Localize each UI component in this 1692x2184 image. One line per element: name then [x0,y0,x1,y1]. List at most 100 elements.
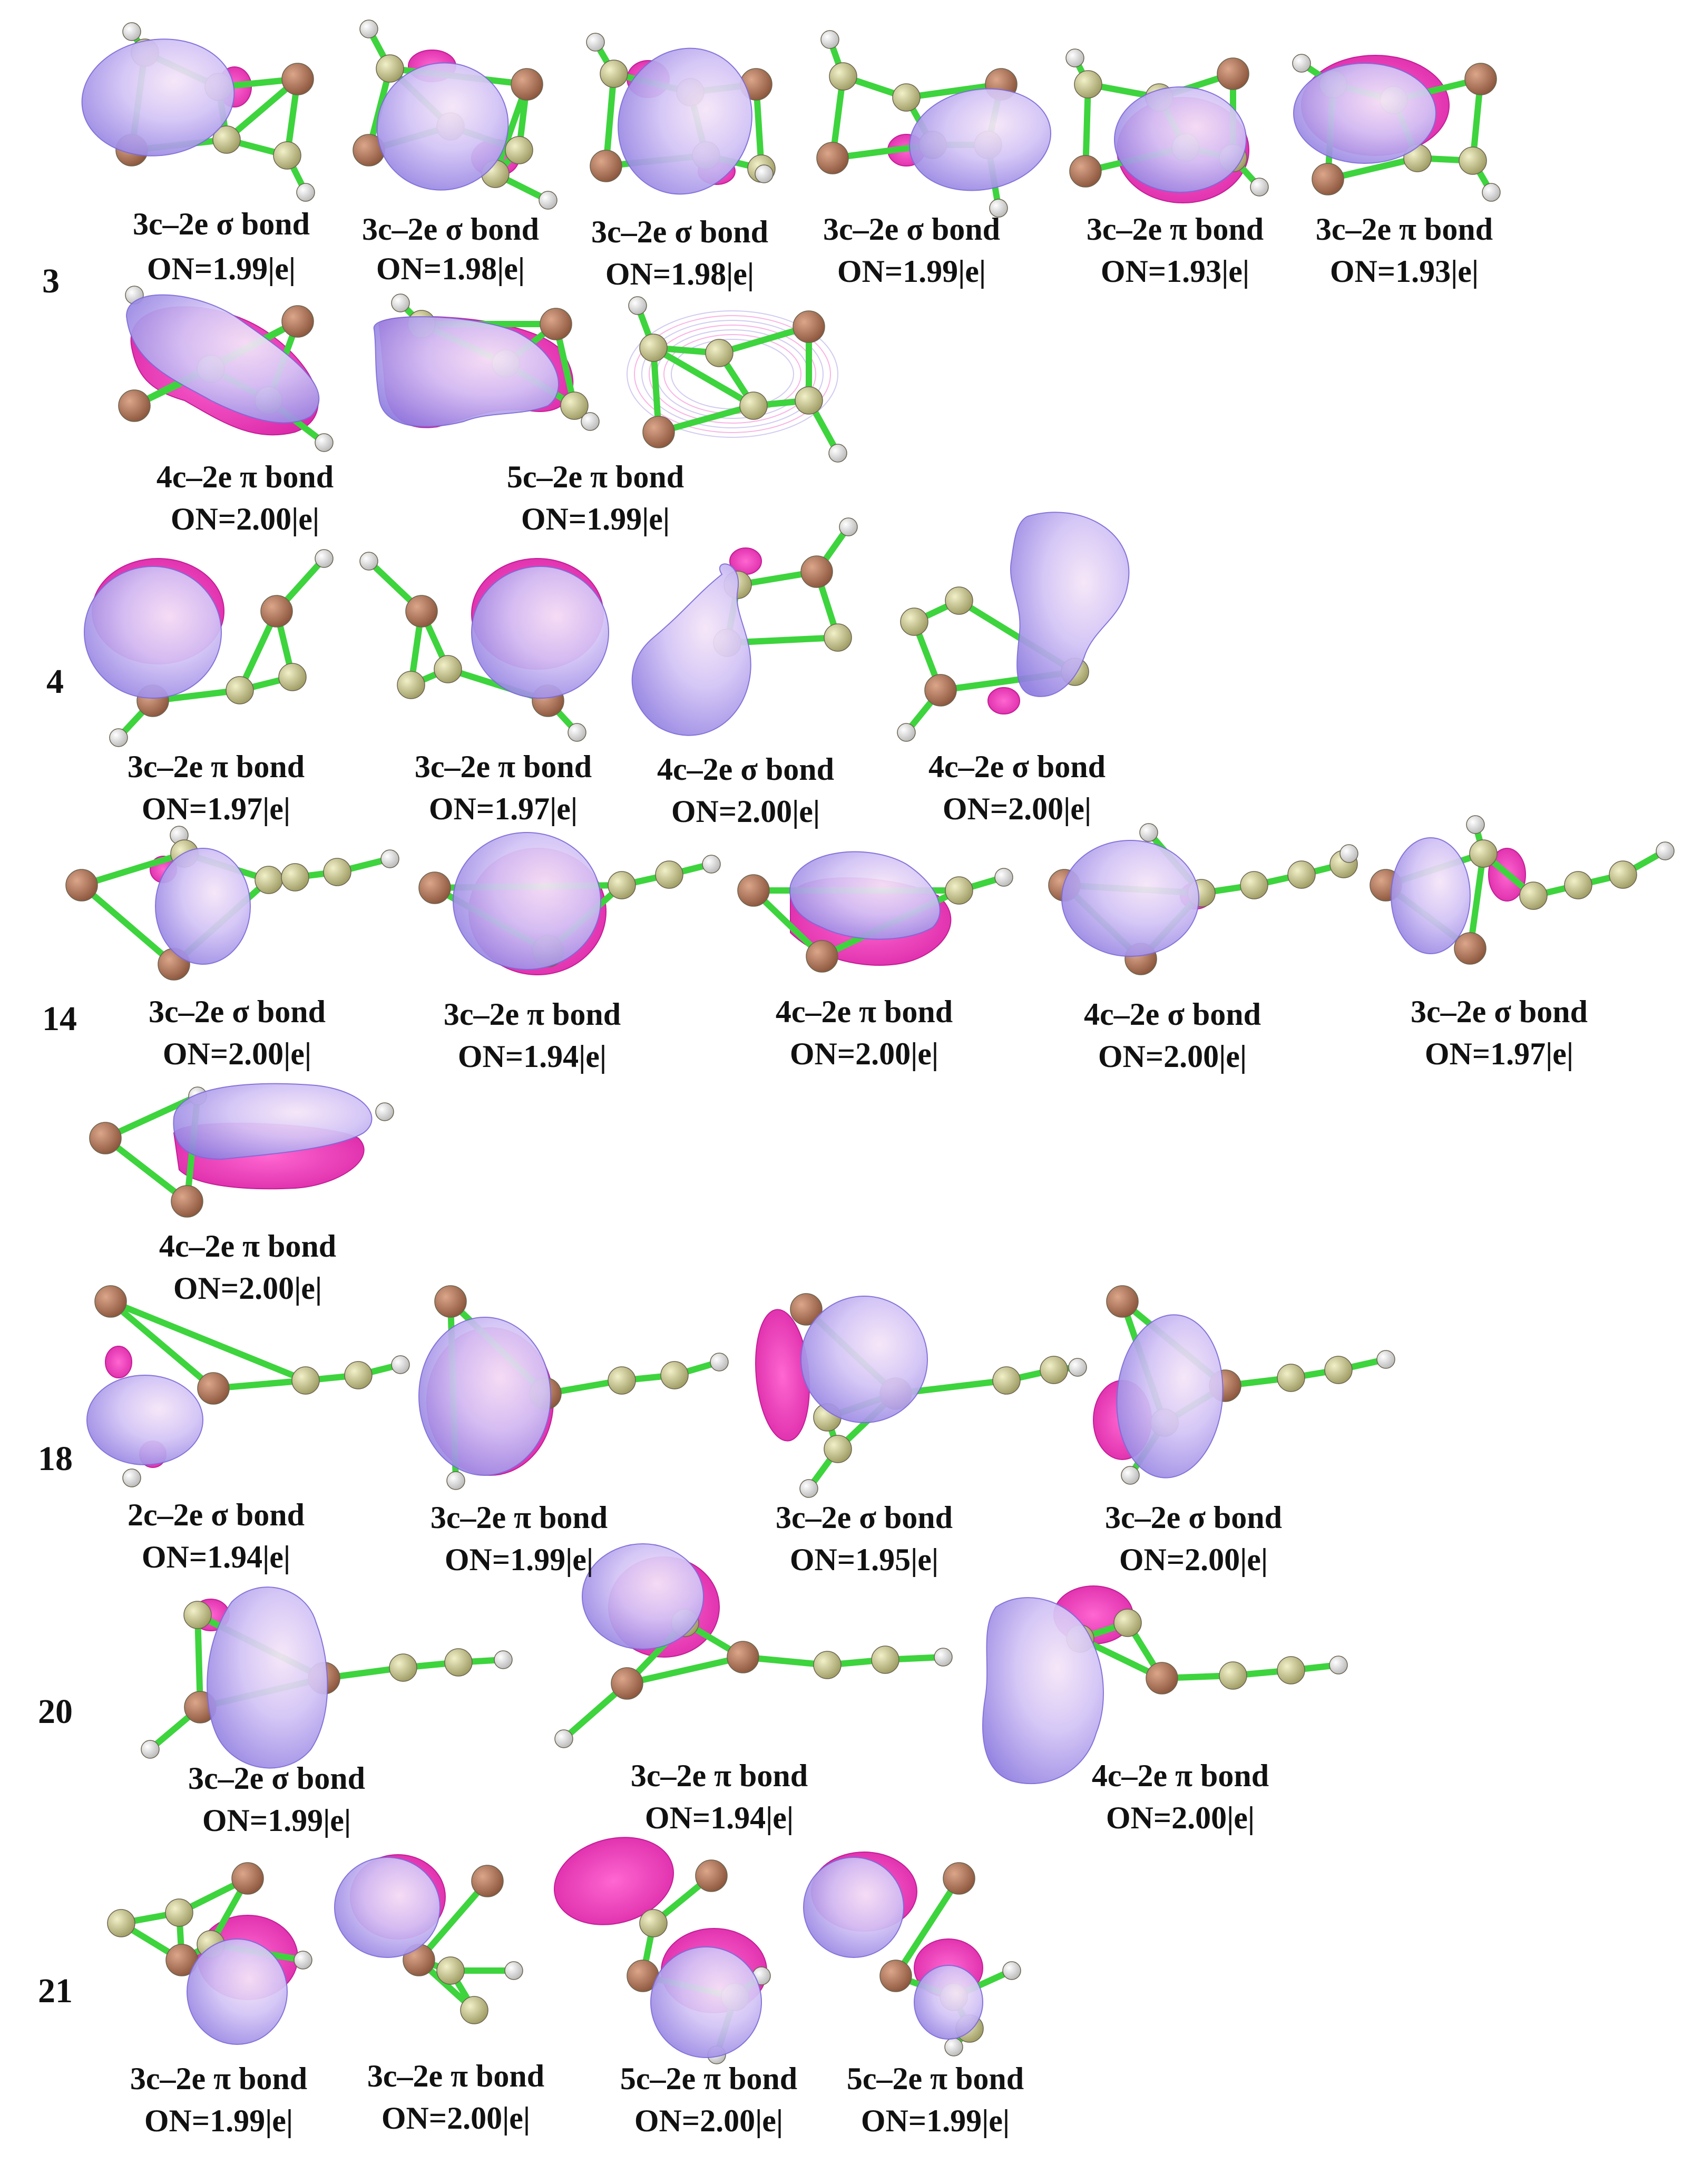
on-r21-p1: ON=1.99|e| [144,2103,293,2138]
front-lobes [86,1375,203,1465]
caption-r3-p7: 4c–2e π bond [157,459,334,494]
atom-c [212,125,241,154]
bond [102,1135,190,1204]
atom-h [994,868,1013,887]
front-lobes [471,566,609,699]
front-lobes [650,1946,762,2058]
caption-r18-p2: 3c–2e π bond [431,1500,608,1535]
orbital-panel-r4-p1 [84,549,334,747]
orbital-panel-r3-p1 [81,22,315,202]
front-lobes [155,848,251,965]
atom-c [608,871,636,899]
atom-h [897,723,916,742]
orbital-lobe [207,1586,328,1769]
orbital-lobe [187,1938,288,2045]
atoms [1066,1609,1348,1695]
bond [656,403,757,435]
caption-r20-p1: 3c–2e σ bond [188,1761,365,1796]
atom-b [1217,57,1249,90]
atoms [737,868,1013,973]
front-lobes [84,566,222,699]
on-r14-p6: ON=2.00|e| [173,1271,322,1306]
front-lobes [631,563,751,736]
atom-h [944,2038,963,2056]
bond [893,1875,962,1979]
atom-h [755,164,774,183]
atom-h [1292,54,1311,73]
atom-h [1121,1466,1140,1485]
atom-h [446,1471,465,1490]
on-r18-p3: ON=1.95|e| [790,1542,938,1577]
bond [107,1298,217,1392]
on-r21-p4: ON=1.99|e| [861,2103,1010,2138]
atom-c [291,1366,320,1395]
atom-h [1065,48,1084,67]
atom-c [600,60,628,88]
atom-b [1069,155,1102,188]
atom-b [590,150,622,182]
atom-c [436,1956,465,1985]
orbital-panel-r14-p6 [89,1083,394,1218]
atom-c [824,623,852,652]
atom-c [505,136,533,164]
atom-c [1324,1356,1353,1384]
atom-h [581,412,600,431]
orbital-panel-r3-p4 [816,30,1051,218]
orbital-lobe [376,62,509,191]
atom-b [511,68,543,101]
on-r21-p2: ON=2.00|e| [382,2101,530,2136]
on-r14-p4: ON=2.00|e| [1098,1039,1247,1074]
caption-r18-p1: 2c–2e σ bond [128,1497,305,1532]
orbital-lobe [155,848,251,965]
caption-r3-p1: 3c–2e σ bond [133,207,310,241]
atom-c [397,671,425,699]
on-r3-p6: ON=1.93|e| [1330,254,1479,289]
atom-c [281,863,309,892]
atom-b [943,1862,975,1895]
front-lobes [173,1083,373,1160]
caption-r21-p2: 3c–2e π bond [367,2059,544,2093]
bond [650,345,757,409]
atom-c [739,391,768,420]
atom-c [660,1361,689,1389]
caption-r14-p6: 4c–2e π bond [159,1229,336,1264]
atom-b [1146,1662,1178,1695]
on-r3-p3: ON=1.98|e| [605,257,754,291]
atom-b [879,1960,912,1992]
caption-r14-p1: 3c–2e σ bond [149,994,326,1029]
orbital-lobe [650,1946,762,2058]
bond [79,850,188,888]
orbital-panel-r3-p3 [586,33,776,195]
atom-c [389,1653,417,1682]
bond [107,1298,309,1384]
atom-c [608,1366,636,1395]
atom-h [296,183,315,202]
atom-c [655,860,683,889]
atom-c [1040,1356,1068,1384]
atom-b [1464,63,1497,95]
atom-b [1312,163,1344,195]
orbital-lobe [81,38,235,156]
on-r14-p1: ON=2.00|e| [163,1036,311,1071]
orbital-lobe [1114,86,1247,193]
caption-r14-p4: 4c–2e σ bond [1084,997,1261,1032]
orbital-panel-r21-p1 [107,1862,312,2045]
atom-c [639,334,668,362]
caption-r21-p4: 5c–2e π bond [847,2061,1024,2096]
atom-c [639,1909,668,1937]
front-lobes [1114,86,1247,193]
on-r14-p5: ON=1.97|e| [1425,1036,1573,1071]
on-r20-p1: ON=1.99|e| [202,1803,351,1838]
atom-h [375,1102,394,1121]
on-r4-p4: ON=2.00|e| [943,791,1091,826]
caption-r20-p3: 4c–2e π bond [1092,1758,1269,1793]
front-lobes [1293,63,1436,164]
atom-h [122,22,141,41]
atoms [403,1865,523,2024]
atom-h [294,1951,312,1970]
atom-b [793,310,825,343]
atoms [554,1609,953,1748]
orbital-panel-r3-p2 [353,19,558,210]
atom-c [829,62,857,91]
